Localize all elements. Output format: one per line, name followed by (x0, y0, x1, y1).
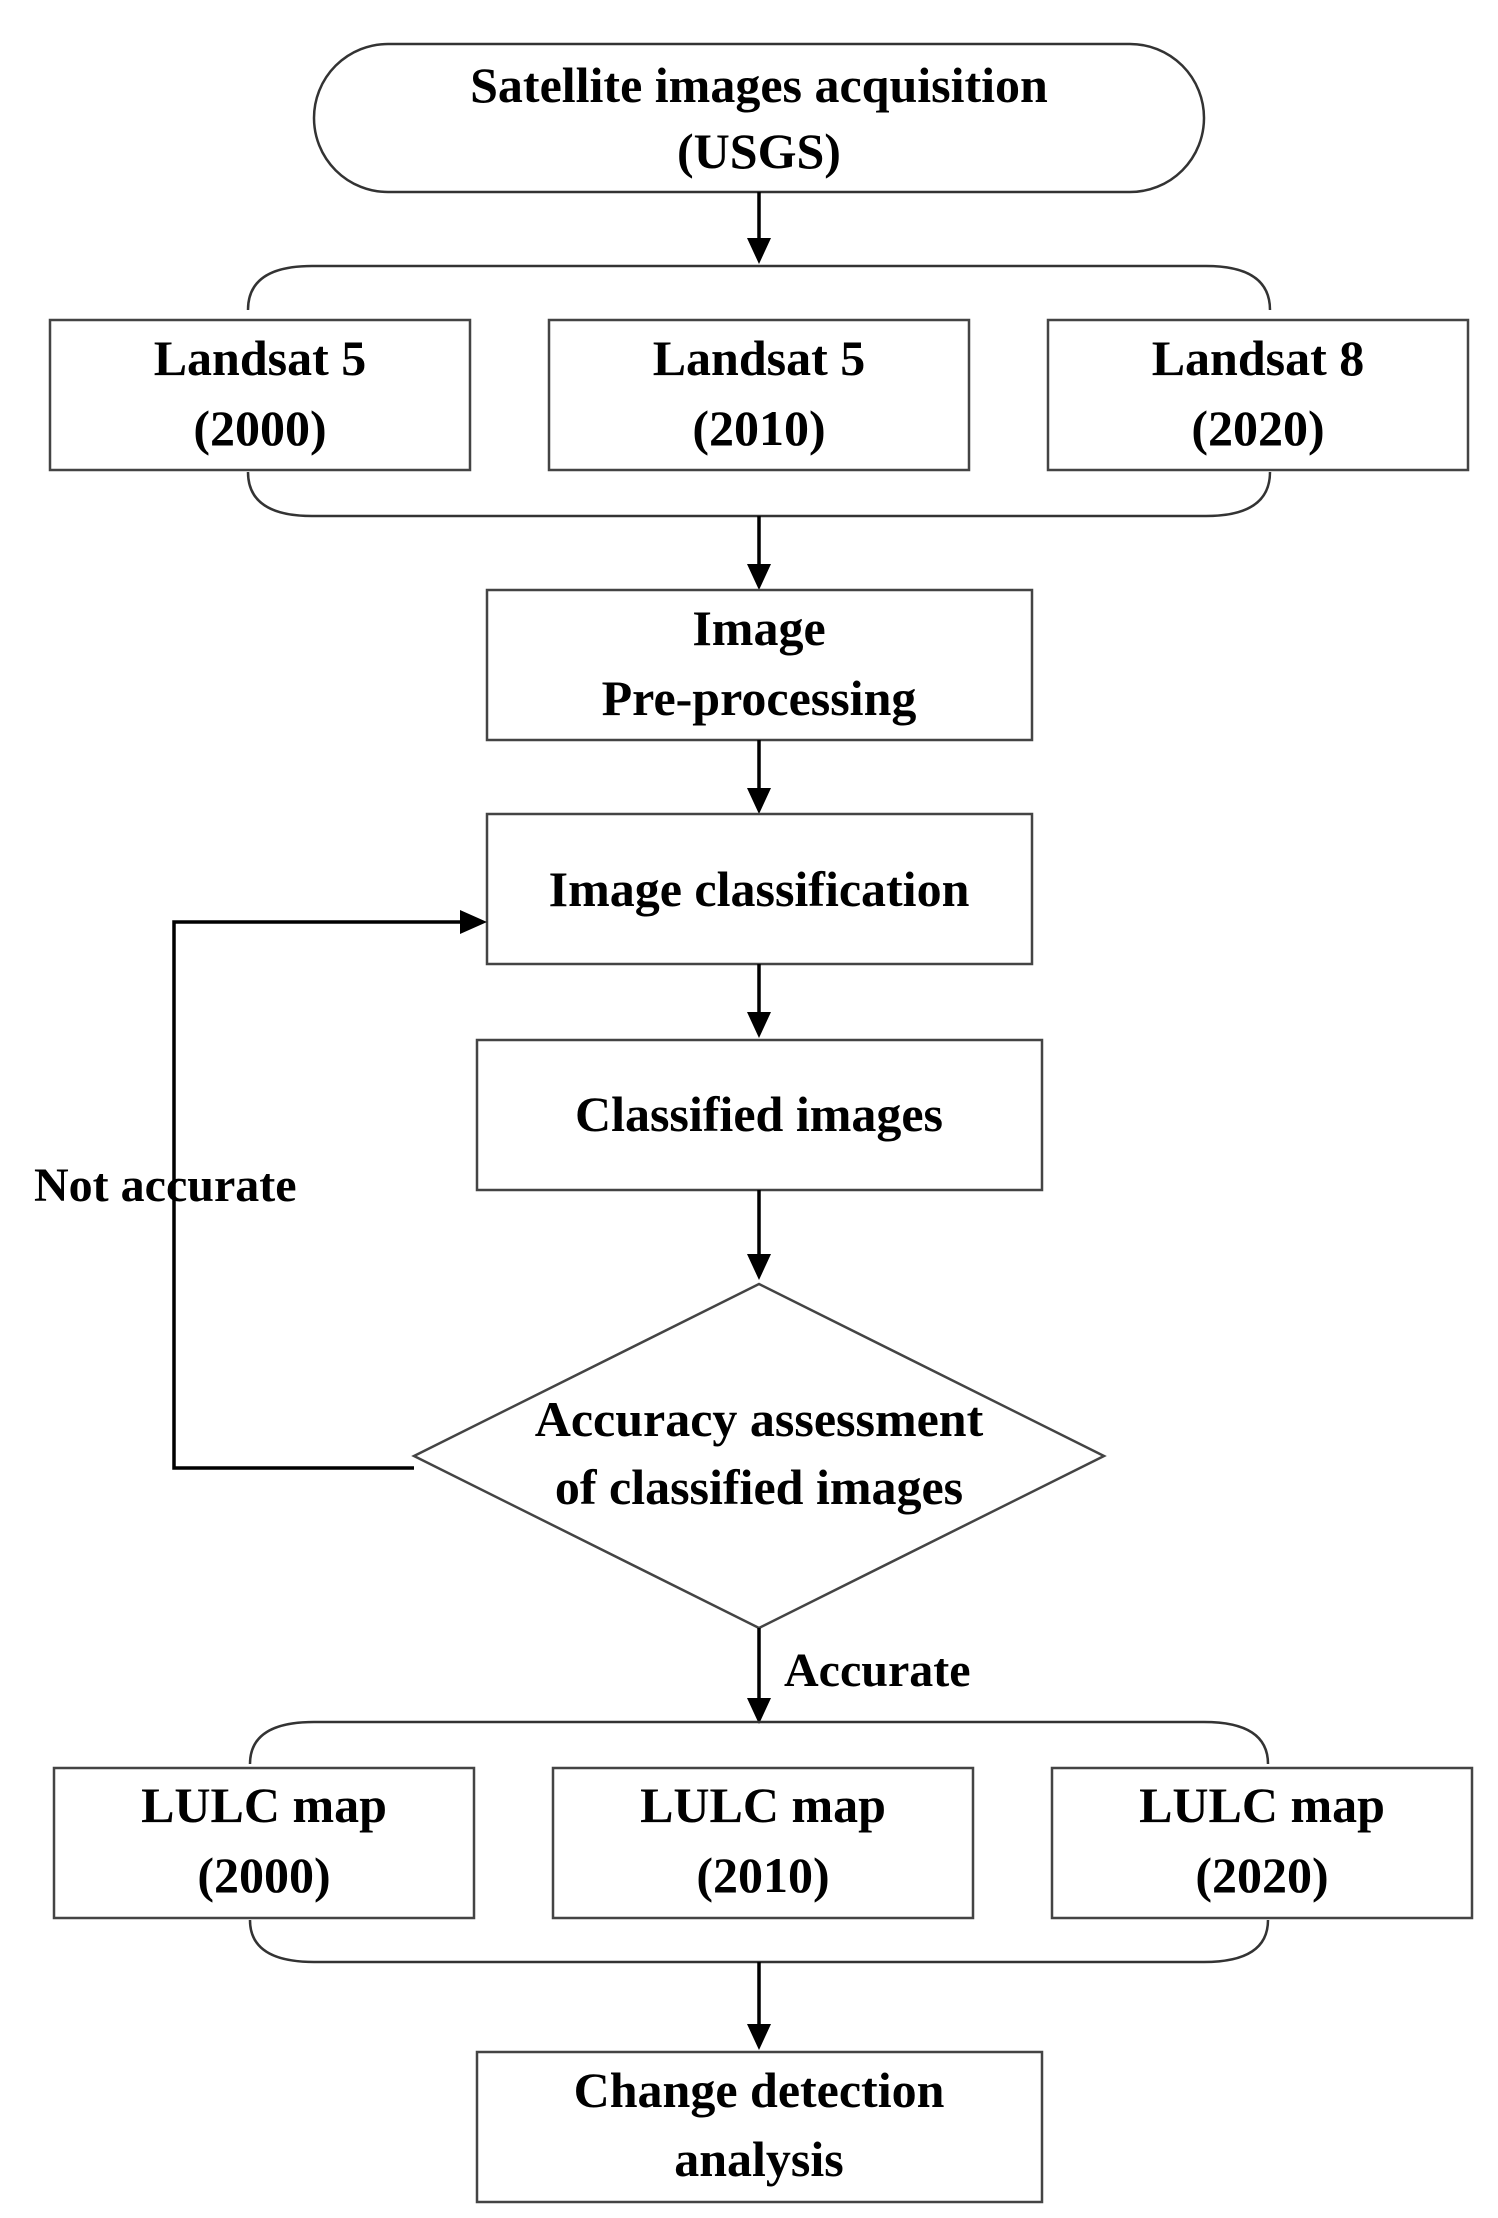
assessment-decision-node (411, 1282, 1107, 1630)
lulc-2000-node (52, 1766, 476, 1920)
arrowhead-loop-to-classification (460, 910, 487, 934)
edge-label-accurate: Accurate (784, 1644, 971, 1697)
lulc-2020-node (1050, 1766, 1474, 1920)
landsat-2010-line-2: (2010) (692, 400, 825, 456)
classified-node (475, 1038, 1044, 1192)
arrowhead-landsat-to-preprocessing (747, 564, 771, 590)
landsat-2000-node (48, 318, 472, 472)
lulc-2000-line-2: (2000) (197, 1847, 330, 1903)
change-detection-node (475, 2050, 1044, 2204)
preprocessing-line-2: Pre-processing (602, 670, 917, 726)
landsat-2000-line-2: (2000) (193, 400, 326, 456)
lulc-2020-line-2: (2020) (1195, 1847, 1328, 1903)
lulc-2010-line-1: LULC map (640, 1777, 886, 1833)
arrowhead-preprocessing-to-classification (747, 788, 771, 814)
assessment-line-2: of classified images (555, 1459, 963, 1515)
lulc-group-bracket-top (248, 1720, 1270, 1765)
lulc-2020-line-1: LULC map (1139, 1777, 1385, 1833)
loop-not-accurate-line (172, 920, 462, 1470)
classification-label: Image classification (549, 861, 970, 917)
acquisition-line-2: (USGS) (677, 123, 841, 179)
arrowhead-classification-to-classified (747, 1012, 771, 1038)
edge-label-not-accurate: Not accurate (34, 1159, 297, 1212)
preprocessing-line-1: Image (692, 600, 825, 656)
classification-node (485, 812, 1034, 966)
landsat-2020-node (1046, 318, 1470, 472)
lulc-group-bracket-bottom (248, 1919, 1270, 1964)
landsat-2010-node (547, 318, 971, 472)
preprocessing-node (485, 588, 1034, 742)
landsat-2010-line-1: Landsat 5 (653, 330, 866, 386)
arrowhead-lulc-to-change-detection (747, 2024, 771, 2050)
lulc-2010-node (551, 1766, 975, 1920)
assessment-line-1: Accuracy assessment (535, 1391, 984, 1447)
change-detection-line-1: Change detection (574, 2062, 945, 2118)
lulc-2010-line-2: (2010) (696, 1847, 829, 1903)
landsat-group-bracket-bottom (246, 471, 1272, 518)
arrowhead-classified-to-assessment (747, 1254, 771, 1280)
landsat-2020-line-1: Landsat 8 (1152, 330, 1365, 386)
landsat-2020-line-2: (2020) (1191, 400, 1324, 456)
change-detection-line-2: analysis (674, 2131, 844, 2187)
arrowhead-assessment-to-lulc (747, 1698, 771, 1724)
landsat-group-bracket-top (246, 264, 1272, 311)
classified-label: Classified images (575, 1086, 943, 1142)
acquisition-line-1: Satellite images acquisition (470, 57, 1048, 113)
arrowhead-acquisition-to-landsat (747, 238, 771, 264)
landsat-2000-line-1: Landsat 5 (154, 330, 367, 386)
lulc-2000-line-1: LULC map (141, 1777, 387, 1833)
